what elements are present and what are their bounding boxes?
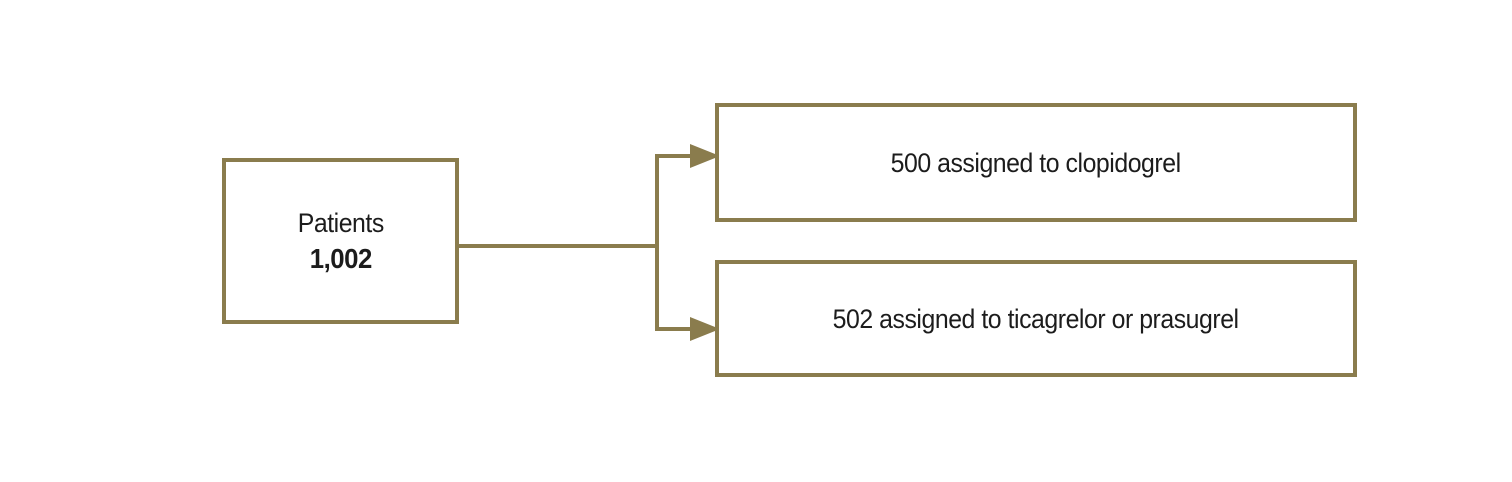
node-patients-label: Patients [297,208,384,238]
node-patients: Patients 1,002 [222,158,459,324]
node-ticagrelor-prasugrel: 502 assigned to ticagrelor or prasugrel [715,260,1357,377]
node-patients-count: 1,002 [309,243,372,274]
node-clopidogrel-label: 500 assigned to clopidogrel [890,147,1181,178]
node-ticagrelor-prasugrel-label: 502 assigned to ticagrelor or prasugrel [833,303,1239,334]
node-clopidogrel: 500 assigned to clopidogrel [715,103,1357,222]
